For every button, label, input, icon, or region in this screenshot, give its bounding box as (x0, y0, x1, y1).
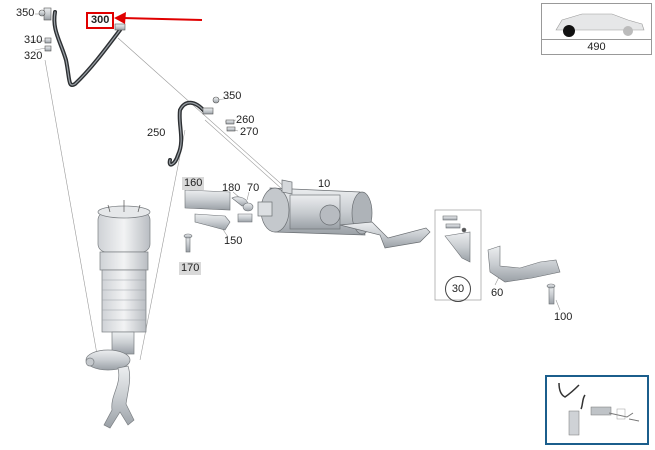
callout-300-selected[interactable]: 300 (86, 12, 115, 29)
callout-170[interactable]: 170 (179, 262, 202, 275)
highlight-arrow-icon (114, 12, 203, 24)
overview-minimap[interactable] (545, 375, 649, 445)
callout-320[interactable]: 320 (24, 50, 43, 62)
bracket-60-graphic (487, 245, 561, 305)
callout-60[interactable]: 60 (491, 287, 504, 299)
fittings-310-320-graphic (38, 9, 52, 52)
callout-100[interactable]: 100 (554, 311, 573, 323)
callout-270[interactable]: 270 (240, 126, 259, 138)
callout-250[interactable]: 250 (147, 127, 166, 139)
vehicle-thumbnail-label: 490 (542, 39, 651, 54)
callout-30[interactable]: 30 (445, 276, 471, 302)
callout-350-middle[interactable]: 350 (223, 90, 242, 102)
callout-10[interactable]: 10 (318, 178, 331, 190)
air-line-250-graphic (167, 96, 236, 167)
brackets-graphic (183, 189, 254, 253)
compressor-graphic (257, 179, 431, 249)
vehicle-thumbnail[interactable]: 490 (541, 3, 652, 55)
callout-160[interactable]: 160 (182, 177, 205, 190)
callout-70[interactable]: 70 (247, 182, 260, 194)
callout-310[interactable]: 310 (24, 34, 43, 46)
callout-260[interactable]: 260 (236, 114, 255, 126)
detail-30-graphic (434, 209, 482, 301)
callout-150[interactable]: 150 (224, 235, 243, 247)
minimap-preview-icon (558, 382, 640, 436)
callout-350-upper[interactable]: 350 (16, 7, 35, 19)
car-icon (555, 13, 645, 37)
callout-180[interactable]: 180 (222, 182, 241, 194)
air-strut-graphic (85, 200, 151, 429)
